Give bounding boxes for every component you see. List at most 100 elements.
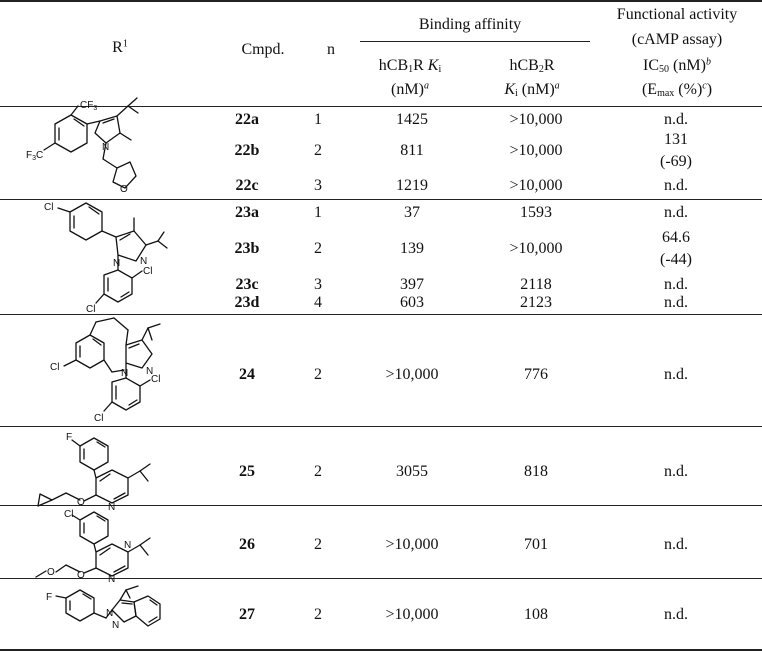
ic50-23d: n.d. xyxy=(664,294,688,311)
binding-affinity-underline xyxy=(360,41,590,42)
group-rule-23 xyxy=(0,314,762,315)
cmpd-24: 24 xyxy=(239,366,255,383)
structure-23-pyrazole xyxy=(57,202,168,304)
table-bottom-rule xyxy=(0,649,762,651)
n-22a: 1 xyxy=(314,111,322,128)
structure-22-labels: CF3 F3C N O xyxy=(26,100,128,195)
svg-text:F3C: F3C xyxy=(26,150,43,162)
svg-text:N: N xyxy=(140,256,147,267)
cmpd-23b: 23b xyxy=(234,240,260,257)
cb1-24: >10,000 xyxy=(385,366,439,383)
cb1-26: >10,000 xyxy=(385,536,439,553)
header-binding-affinity: Binding affinity xyxy=(418,16,522,33)
cmpd-23d: 23d xyxy=(234,294,260,311)
cb2-23d: 2123 xyxy=(520,294,552,311)
header-cb1-ki: hCB1R Ki xyxy=(378,57,442,75)
svg-text:N: N xyxy=(112,620,119,631)
group-rule-22 xyxy=(0,199,762,200)
svg-text:N: N xyxy=(108,574,115,585)
n-22c: 3 xyxy=(314,177,322,194)
emax-22b: (-69) xyxy=(660,153,692,170)
cb2-25: 818 xyxy=(524,463,548,480)
cb2-27: 108 xyxy=(524,606,548,623)
cb2-23a: 1593 xyxy=(520,204,552,221)
cb2-23c: 2118 xyxy=(520,276,552,293)
ic50-26: n.d. xyxy=(664,536,688,553)
header-functional-activity: Functional activity xyxy=(616,6,738,23)
n-23b: 2 xyxy=(314,240,322,257)
group-rule-26 xyxy=(0,578,762,579)
n-27: 2 xyxy=(314,606,322,623)
cb1-22b: 811 xyxy=(400,142,424,159)
structure-26-labels: Cl O O N N xyxy=(47,509,131,585)
cmpd-25: 25 xyxy=(239,463,255,480)
header-cmpd: Cmpd. xyxy=(241,41,285,58)
ic50-23a: n.d. xyxy=(664,204,688,221)
group-rule-24 xyxy=(0,426,762,427)
header-ic50: IC50 (nM)b xyxy=(643,56,711,75)
svg-text:O: O xyxy=(120,184,128,195)
svg-text:N: N xyxy=(124,540,131,551)
svg-text:Cl: Cl xyxy=(64,509,73,520)
cmpd-23c: 23c xyxy=(235,276,259,293)
cb1-22c: 1219 xyxy=(396,177,428,194)
header-cb2-ki: Ki (nM)a xyxy=(504,80,560,99)
ic50-22b: 131 xyxy=(664,131,688,148)
header-cb1-unit: (nM)a xyxy=(391,80,429,98)
svg-text:O: O xyxy=(77,570,85,581)
cb2-26: 701 xyxy=(524,536,548,553)
cb2-23b: >10,000 xyxy=(509,240,563,257)
n-25: 2 xyxy=(314,463,322,480)
svg-text:F: F xyxy=(46,592,52,603)
cmpd-22b: 22b xyxy=(234,142,260,159)
cb2-22c: >10,000 xyxy=(509,177,563,194)
svg-text:Cl: Cl xyxy=(86,304,95,315)
svg-text:Cl: Cl xyxy=(44,202,53,213)
svg-text:Cl: Cl xyxy=(94,413,103,424)
header-camp-assay: (cAMP assay) xyxy=(631,31,723,48)
svg-text:N: N xyxy=(108,502,115,513)
structure-24-labels: Cl N N Cl Cl xyxy=(50,362,160,424)
structure-23-labels: Cl N N Cl Cl xyxy=(44,202,152,315)
svg-text:O: O xyxy=(47,567,55,578)
cmpd-26: 26 xyxy=(239,536,255,553)
structure-27-indazole xyxy=(55,585,161,627)
svg-text:N: N xyxy=(102,142,109,153)
svg-text:N: N xyxy=(146,366,153,377)
header-cb2: hCB2R xyxy=(509,57,555,75)
table-top-rule xyxy=(0,0,762,2)
header-emax: (Emax (%)c) xyxy=(641,80,713,99)
header-bottom-rule xyxy=(0,106,762,107)
structure-22-pyrrole xyxy=(43,97,139,189)
svg-text:Cl: Cl xyxy=(50,362,59,373)
cmpd-23a: 23a xyxy=(235,204,259,221)
r1-structures: CF3 F3C N O Cl N N Cl Cl xyxy=(26,97,168,631)
cmpd-22a: 22a xyxy=(235,111,259,128)
cb1-25: 3055 xyxy=(396,463,428,480)
n-23a: 1 xyxy=(314,204,322,221)
cb2-22b: >10,000 xyxy=(509,142,563,159)
svg-text:CF3: CF3 xyxy=(80,100,97,112)
ic50-22c: n.d. xyxy=(664,177,688,194)
group-rule-25 xyxy=(0,505,762,506)
n-24: 2 xyxy=(314,366,322,383)
ic50-27: n.d. xyxy=(664,606,688,623)
svg-text:Cl: Cl xyxy=(151,374,160,385)
cb1-23d: 603 xyxy=(400,294,424,311)
cb1-27: >10,000 xyxy=(385,606,439,623)
structure-25-pyridine xyxy=(37,437,151,507)
ic50-23b: 64.6 xyxy=(662,229,690,246)
ic50-22a: n.d. xyxy=(664,111,688,128)
svg-text:N: N xyxy=(106,608,113,619)
cmpd-22c: 22c xyxy=(235,177,259,194)
cb2-24: 776 xyxy=(524,366,548,383)
structure-25-labels: F O N xyxy=(66,432,115,513)
svg-text:Cl: Cl xyxy=(143,266,152,277)
svg-text:N: N xyxy=(121,368,128,379)
header-r1: R1 xyxy=(112,38,128,56)
svg-text:N: N xyxy=(113,258,120,269)
structure-24-tricycle xyxy=(63,317,161,412)
n-26: 2 xyxy=(314,536,322,553)
cb1-23c: 397 xyxy=(400,276,424,293)
structure-27-labels: F N N xyxy=(46,592,119,631)
